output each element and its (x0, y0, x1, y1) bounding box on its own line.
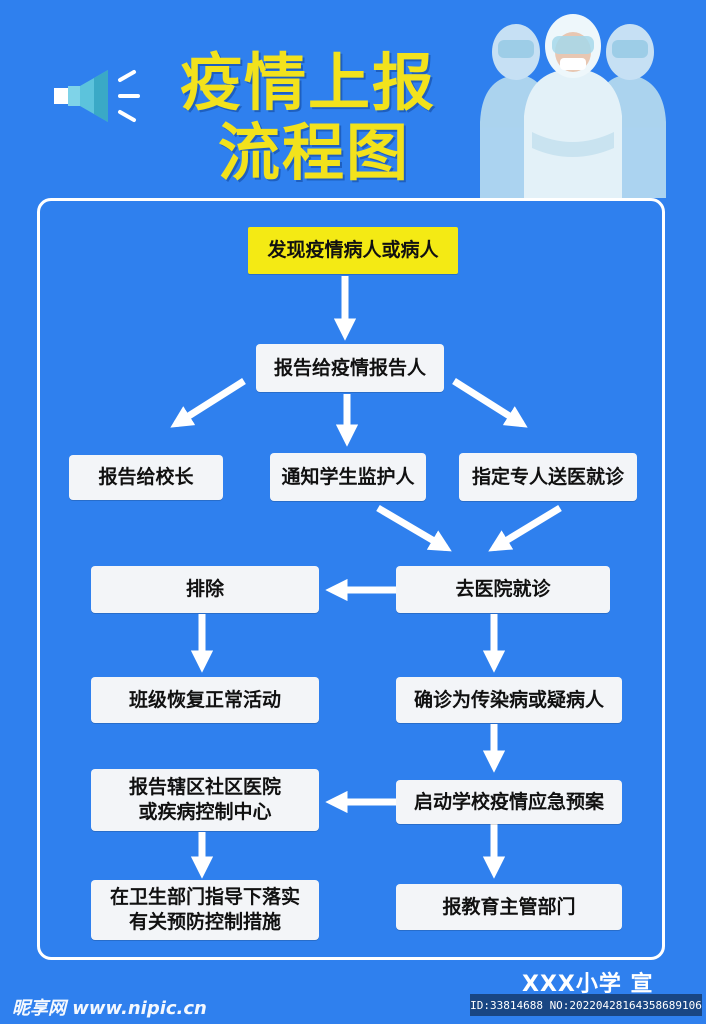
step-report-reporter: 报告给疫情报告人 (256, 344, 444, 392)
medical-workers-illustration (480, 14, 666, 198)
step-excluded: 排除 (91, 566, 319, 613)
title-line-2: 流程图 (218, 116, 411, 189)
step-implement: 在卫生部门指导下落实 有关预防控制措施 (91, 880, 319, 940)
arrow-guardian-to-hospital (376, 504, 452, 552)
watermark-id: ID:33814688 NO:20220428164358689106 (470, 994, 702, 1016)
title-line-1: 疫情上报 (180, 46, 437, 119)
flowchart-frame (37, 198, 665, 960)
step-confirmed: 确诊为传染病或疑病人 (396, 677, 622, 723)
step-implement-line1: 在卫生部门指导下落实 (109, 886, 300, 909)
step-report-cdc: 报告辖区社区医院 或疾病控制中心 (91, 769, 319, 831)
step-discover: 发现疫情病人或病人 (248, 227, 458, 274)
step-report-edu: 报教育主管部门 (396, 884, 622, 930)
step-report-principal: 报告给校长 (69, 455, 223, 500)
step-resume-class: 班级恢复正常活动 (91, 677, 319, 723)
watermark-site: 昵享网 www.nipic.cn (12, 998, 207, 1019)
step-report-cdc-line1: 报告辖区社区医院 (128, 776, 281, 799)
step-implement-line2: 有关预防控制措施 (128, 911, 281, 933)
step-go-hospital: 去医院就诊 (396, 566, 610, 613)
arrow-reporter-to-escort (452, 378, 528, 428)
step-escort-hospital: 指定专人送医就诊 (459, 453, 637, 501)
school-signature: XXX小学 宣 (522, 972, 654, 997)
step-report-cdc-line2: 或疾病控制中心 (138, 801, 272, 823)
speaker-icon (54, 70, 140, 122)
arrow-reporter-to-principal (170, 378, 246, 428)
arrow-escort-to-hospital (488, 505, 562, 552)
step-notify-guardian: 通知学生监护人 (270, 453, 426, 501)
step-emergency-plan: 启动学校疫情应急预案 (396, 780, 622, 824)
